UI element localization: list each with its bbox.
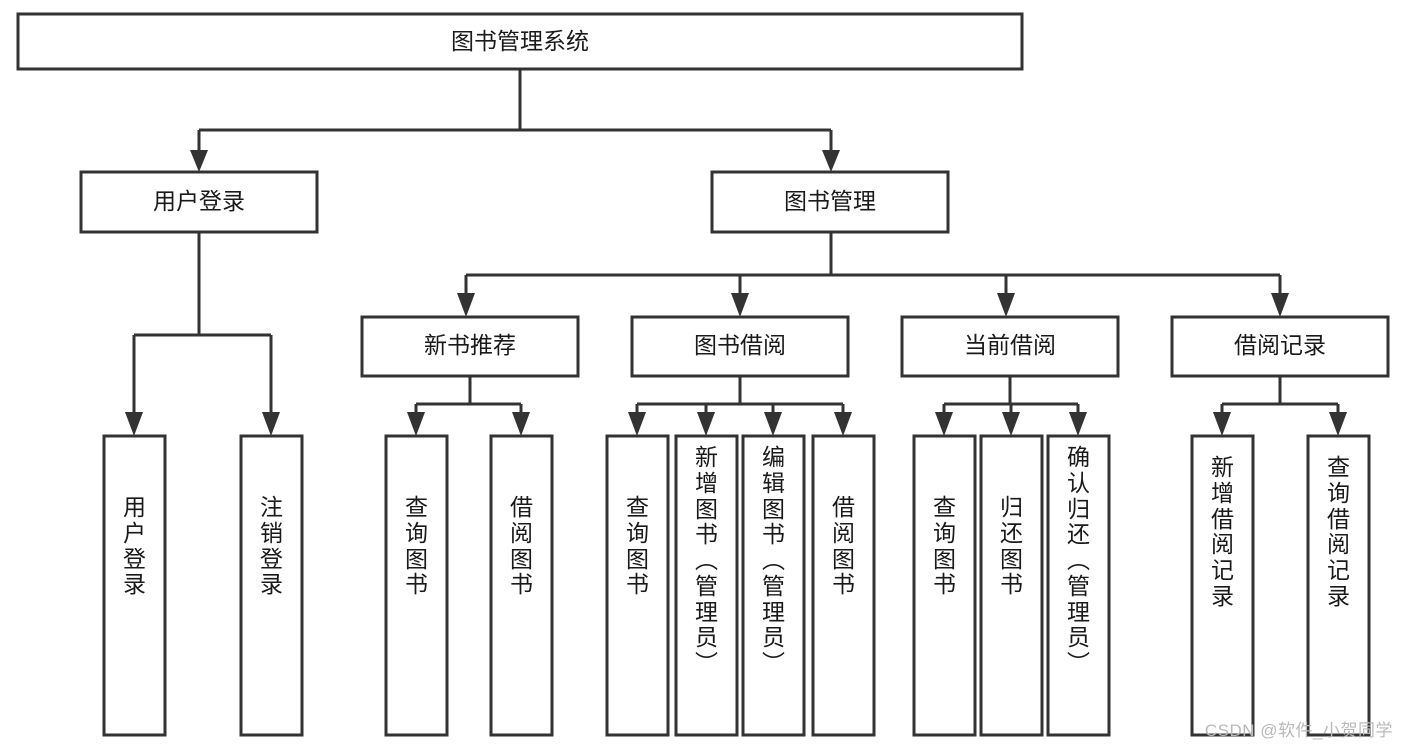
connector-group-book-manage (457, 232, 1289, 317)
label-leaf-add-record: 新增借阅记录 (1211, 454, 1234, 609)
arrow-head-leaf-user-login (125, 412, 143, 436)
arrow-head-user-login (190, 150, 208, 172)
node-box-current-borrow[interactable] (900, 315, 1120, 378)
connector-group-current-borrow (935, 376, 1087, 436)
connector-group-book-borrow (628, 376, 852, 436)
arrow-head-leaf-confirm-return (1069, 412, 1087, 436)
label-borrow-record: 借阅记录 (1234, 332, 1326, 358)
node-box-leaf-edit-book[interactable] (741, 434, 806, 737)
label-leaf-confirm-return: 确认归还︵管理员︶ (1067, 444, 1090, 676)
label-leaf-user-login: 用户登录 (123, 494, 146, 598)
node-box-borrow-record[interactable] (1170, 315, 1390, 378)
watermark: CSDN @软件_小贺同学 (1204, 721, 1393, 740)
node-box-leaf-user-login[interactable] (102, 434, 167, 737)
label-leaf-edit-book: 编辑图书︵管理员︶ (762, 444, 785, 676)
arrow-head-new-book-recommend (457, 293, 475, 317)
label-leaf-query-book-1: 查询图书 (405, 494, 428, 598)
arrow-head-book-borrow (731, 293, 749, 317)
connector-group-root (190, 69, 840, 172)
node-box-leaf-query-book-1[interactable] (384, 434, 449, 737)
node-box-leaf-query-book-2[interactable] (605, 434, 670, 737)
arrow-head-leaf-borrow-book-2 (834, 412, 852, 436)
node-box-leaf-query-record[interactable] (1306, 434, 1371, 737)
arrow-head-leaf-query-book-3 (935, 412, 953, 436)
node-box-book-manage[interactable] (710, 170, 950, 234)
node-box-leaf-query-book-3[interactable] (912, 434, 977, 737)
label-book-borrow: 图书借阅 (694, 332, 786, 358)
label-leaf-query-book-2: 查询图书 (626, 494, 649, 598)
label-new-book-recommend: 新书推荐 (424, 332, 516, 358)
arrow-head-book-manage (822, 150, 840, 172)
label-leaf-logout-login: 注销登录 (260, 494, 283, 598)
arrow-head-current-borrow (997, 293, 1015, 317)
node-box-book-borrow[interactable] (630, 315, 850, 378)
arrow-head-leaf-query-book-2 (628, 412, 646, 436)
node-box-root[interactable] (16, 12, 1024, 71)
label-user-login: 用户登录 (153, 188, 245, 214)
arrow-head-leaf-edit-book (764, 412, 782, 436)
node-box-leaf-borrow-book-1[interactable] (489, 434, 554, 737)
arrow-head-leaf-query-book-1 (407, 412, 425, 436)
node-box-leaf-borrow-book-2[interactable] (811, 434, 876, 737)
node-box-leaf-return-book[interactable] (979, 434, 1044, 737)
label-leaf-borrow-book-2: 借阅图书 (832, 494, 855, 598)
label-leaf-return-book: 归还图书 (1000, 494, 1023, 598)
node-box-user-login[interactable] (79, 170, 319, 234)
arrow-head-leaf-add-book (697, 412, 715, 436)
arrow-head-leaf-logout-login (262, 412, 280, 436)
label-book-manage: 图书管理 (784, 188, 876, 214)
node-box-leaf-add-record[interactable] (1190, 434, 1255, 737)
arrow-head-borrow-record (1271, 293, 1289, 317)
label-leaf-add-book: 新增图书︵管理员︶ (695, 444, 718, 676)
connector-group-borrow-record (1213, 376, 1347, 436)
node-box-leaf-logout-login[interactable] (239, 434, 304, 737)
label-current-borrow: 当前借阅 (964, 332, 1056, 358)
node-box-leaf-add-book[interactable] (674, 434, 739, 737)
label-leaf-borrow-book-1: 借阅图书 (510, 494, 533, 598)
arrow-head-leaf-return-book (1002, 412, 1020, 436)
arrow-head-leaf-borrow-book-1 (512, 412, 530, 436)
connector-group-user-login (125, 232, 280, 436)
connector-group-new-book-recommend (407, 376, 530, 436)
label-leaf-query-book-3: 查询图书 (933, 494, 956, 598)
node-box-leaf-confirm-return[interactable] (1046, 434, 1111, 737)
label-leaf-query-record: 查询借阅记录 (1327, 454, 1350, 609)
arrow-head-leaf-query-record (1329, 412, 1347, 436)
arrow-head-leaf-add-record (1213, 412, 1231, 436)
node-box-new-book-recommend[interactable] (360, 315, 580, 378)
label-root: 图书管理系统 (451, 28, 589, 54)
